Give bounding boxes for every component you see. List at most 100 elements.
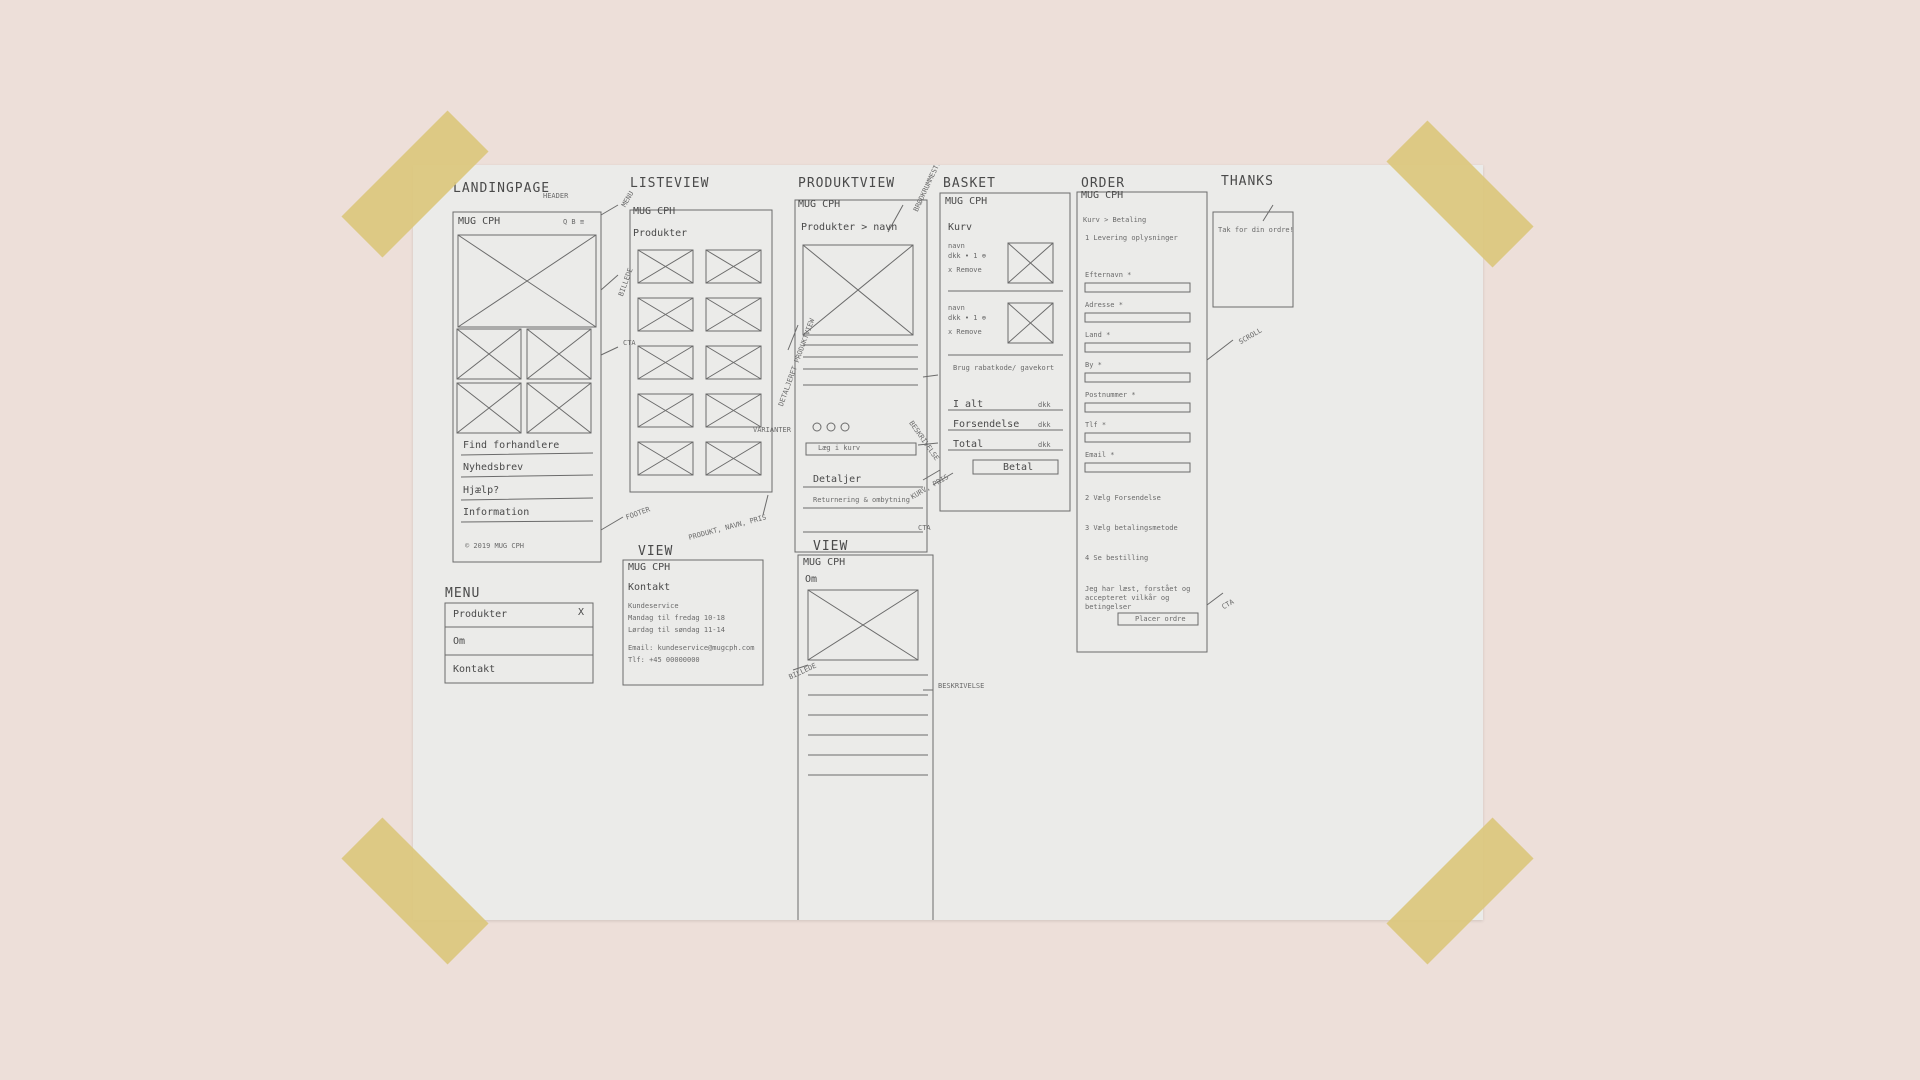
order-field-label: Email *: [1085, 451, 1115, 459]
liste-tile-cross: [637, 393, 694, 428]
om-logo: MUG CPH: [803, 557, 846, 568]
order-step-2: 4 Se bestilling: [1085, 554, 1149, 562]
order-field-box: [1084, 342, 1191, 353]
kontakt-line-1: Mandag til fredag 10-18: [628, 614, 725, 622]
order-field-label: Adresse *: [1085, 301, 1123, 309]
kontakt-line-2: Lørdag til søndag 11-14: [628, 626, 725, 634]
liste-tile: [705, 297, 762, 332]
liste-tile-cross: [705, 345, 762, 380]
order-field-box: [1084, 432, 1191, 443]
kontakt-line-4: Tlf: +45 00000000: [628, 656, 700, 664]
basket-discount: Brug rabatkode/ gavekort: [953, 364, 1055, 372]
basket-row-value-0: dkk: [1038, 401, 1051, 409]
produkt-note-cta: CTA: [918, 524, 931, 532]
order-field-label: Land *: [1085, 331, 1111, 339]
produkt-returns: Returnering & ombytning: [813, 496, 910, 504]
order-field-box: [1084, 462, 1191, 473]
basket-item2: navn: [948, 304, 965, 312]
menu-item-2: Kontakt: [453, 664, 496, 675]
wireframe-sketch-lines: [444, 191, 1294, 920]
landing-link-2: Hjælp?: [463, 485, 500, 496]
om-heading: Om: [805, 574, 818, 585]
liste-tile: [637, 345, 694, 380]
landing-link-3: Information: [463, 507, 530, 518]
produkt-title: PRODUKTVIEW: [798, 176, 896, 191]
kontakt-line-3: Email: kundeservice@mugcph.com: [628, 644, 755, 652]
basket-logo: MUG CPH: [945, 196, 988, 207]
liste-tile-cross: [637, 345, 694, 380]
liste-tile: [637, 393, 694, 428]
liste-tile-cross: [637, 249, 694, 284]
liste-tile: [705, 249, 762, 284]
liste-logo: MUG CPH: [633, 206, 676, 217]
basket-remove2: x Remove: [948, 328, 982, 336]
order-field-label: Efternavn *: [1085, 271, 1132, 279]
produkt-logo: MUG CPH: [798, 199, 841, 210]
menu-item-0: Produkter: [453, 609, 508, 620]
sketch-paper: LANDINGPAGE MUG CPH Q B ≡ HEADER MENU BI…: [413, 165, 1483, 920]
liste-tile-cross: [705, 297, 762, 332]
basket-item1: navn: [948, 242, 965, 250]
basket-row-value-2: dkk: [1038, 441, 1051, 449]
basket-row-label-1: Forsendelse: [953, 419, 1020, 430]
landing-note-header: HEADER: [543, 192, 569, 200]
menu-title: MENU: [445, 586, 481, 601]
order-field-box: [1084, 372, 1191, 383]
order-field-label: Postnummer *: [1085, 391, 1136, 399]
menu-item-1: Om: [453, 636, 466, 647]
order-field-label: By *: [1085, 361, 1102, 369]
basket-price2: dkk • 1 ⊕: [948, 314, 986, 322]
produkt-note-varianter: VARIANTER: [753, 426, 791, 434]
order-field-box: [1084, 402, 1191, 413]
landing-title: LANDINGPAGE: [453, 181, 551, 196]
thanks-title: THANKS: [1221, 174, 1274, 189]
order-logo: MUG CPH: [1081, 190, 1124, 201]
landing-copyright: © 2019 MUG CPH: [465, 542, 525, 550]
basket-row-value-1: dkk: [1038, 421, 1051, 429]
landing-link-0: Find forhandlere: [463, 440, 560, 451]
om-title: VIEW: [813, 539, 849, 554]
liste-tile-cross: [637, 297, 694, 332]
landing-icons: Q B ≡: [563, 218, 585, 226]
basket-price1: dkk • 1 ⊕: [948, 252, 986, 260]
kontakt-title: VIEW: [638, 544, 674, 559]
order-terms: Jeg har læst, forstået og accepteret vil…: [1085, 585, 1191, 611]
thanks-line: Tak for din ordre!: [1218, 226, 1294, 234]
kontakt-heading: Kontakt: [628, 582, 671, 593]
landing-link-1: Nyhedsbrev: [463, 462, 524, 473]
basket-remove1: x Remove: [948, 266, 982, 274]
liste-tile: [637, 249, 694, 284]
basket-button: Betal: [1003, 462, 1034, 473]
produkt-breadcrumb: Produkter > navn: [801, 222, 898, 233]
liste-tile: [637, 441, 694, 476]
order-button: Placer ordre: [1135, 615, 1186, 623]
order-step1: 1 Levering oplysninger: [1085, 234, 1178, 242]
kontakt-logo: MUG CPH: [628, 562, 671, 573]
order-step-1: 3 Vælg betalingsmetode: [1085, 524, 1178, 532]
basket-row-label-2: Total: [953, 439, 984, 450]
order-step-0: 2 Vælg Forsendelse: [1085, 494, 1161, 502]
produkt-details: Detaljer: [813, 474, 862, 485]
order-crumb: Kurv > Betaling: [1083, 216, 1147, 224]
liste-heading: Produkter: [633, 228, 688, 239]
liste-tile-cross: [705, 393, 762, 428]
order-field-box: [1084, 282, 1191, 293]
produkt-button: Læg i kurv: [818, 444, 861, 452]
menu-close: X: [578, 607, 585, 618]
basket-heading: Kurv: [948, 222, 973, 233]
order-title: ORDER: [1081, 176, 1126, 191]
basket-row-label-0: I alt: [953, 399, 984, 410]
liste-tile: [705, 441, 762, 476]
liste-tile: [637, 297, 694, 332]
order-field-box: [1084, 312, 1191, 323]
landing-logo: MUG CPH: [458, 216, 501, 227]
landing-note-cta: CTA: [623, 339, 636, 347]
liste-title: LISTEVIEW: [630, 176, 710, 191]
liste-tile-cross: [705, 441, 762, 476]
liste-tile-cross: [705, 249, 762, 284]
kontakt-line-0: Kundeservice: [628, 602, 679, 610]
liste-tile-cross: [637, 441, 694, 476]
liste-tile: [705, 345, 762, 380]
basket-title: BASKET: [943, 176, 996, 191]
liste-tile: [705, 393, 762, 428]
